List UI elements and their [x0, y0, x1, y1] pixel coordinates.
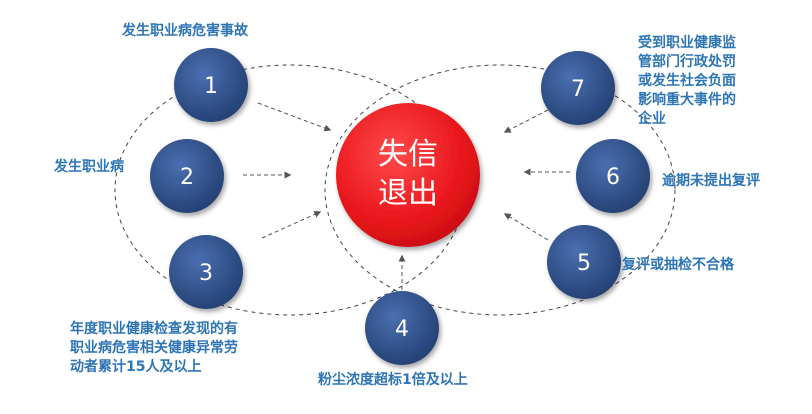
- node-6: 6: [576, 139, 650, 213]
- arrow-1: [257, 102, 332, 132]
- node-4: 4: [365, 291, 439, 365]
- arrow-7: [503, 109, 549, 133]
- node-3-label-line-2: 职业病危害相关健康异常劳: [70, 340, 238, 356]
- node-1-label: 发生职业病危害事故: [122, 22, 248, 41]
- node-5-number: 5: [577, 251, 591, 276]
- node-5-label-line: 复评或抽检不合格: [622, 257, 734, 273]
- node-2: 2: [150, 139, 224, 213]
- node-3-label-line-3: 动者累计15人及以上: [70, 359, 202, 375]
- arrows: [243, 102, 570, 290]
- center-node: 失信 退出: [336, 103, 480, 247]
- node-7-label-line-5: 企业: [638, 111, 666, 127]
- node-2-label: 发生职业病: [54, 158, 124, 177]
- node-4-label: 粉尘浓度超标1倍及以上: [318, 371, 468, 390]
- node-1: 1: [174, 48, 248, 122]
- node-7-label-line-4: 影响重大事件的: [638, 92, 736, 108]
- node-7: 7: [541, 51, 615, 125]
- node-7-label-line-1: 受到职业健康监: [638, 35, 736, 51]
- node-4-label-line: 粉尘浓度超标1倍及以上: [318, 372, 468, 388]
- node-3-number: 3: [199, 261, 213, 286]
- node-2-label-line: 发生职业病: [54, 159, 124, 175]
- node-6-label: 逾期未提出复评: [662, 172, 760, 191]
- node-5-label: 复评或抽检不合格: [622, 256, 734, 275]
- node-7-number: 7: [571, 77, 585, 102]
- node-6-label-line: 逾期未提出复评: [662, 173, 760, 189]
- center-text-line2: 退出: [378, 176, 438, 211]
- node-7-label-line-3: 或发生社会负面: [638, 73, 736, 89]
- node-1-number: 1: [204, 74, 218, 99]
- right-dashed-ring: [324, 64, 676, 316]
- arrow-5: [503, 213, 549, 241]
- node-3-label-line-1: 年度职业健康检查发现的有: [70, 321, 238, 337]
- node-5: 5: [547, 225, 621, 299]
- node-3-label: 年度职业健康检查发现的有 职业病危害相关健康异常劳 动者累计15人及以上: [70, 320, 238, 377]
- node-6-number: 6: [606, 165, 620, 190]
- node-7-label: 受到职业健康监 管部门行政处罚 或发生社会负面 影响重大事件的 企业: [638, 34, 736, 129]
- node-4-number: 4: [395, 317, 409, 342]
- node-7-label-line-2: 管部门行政处罚: [638, 54, 736, 70]
- arrow-3: [261, 211, 322, 239]
- center-text-line1: 失信: [378, 137, 438, 172]
- node-3: 3: [169, 235, 243, 309]
- node-1-label-line: 发生职业病危害事故: [122, 23, 248, 39]
- node-2-number: 2: [180, 165, 194, 190]
